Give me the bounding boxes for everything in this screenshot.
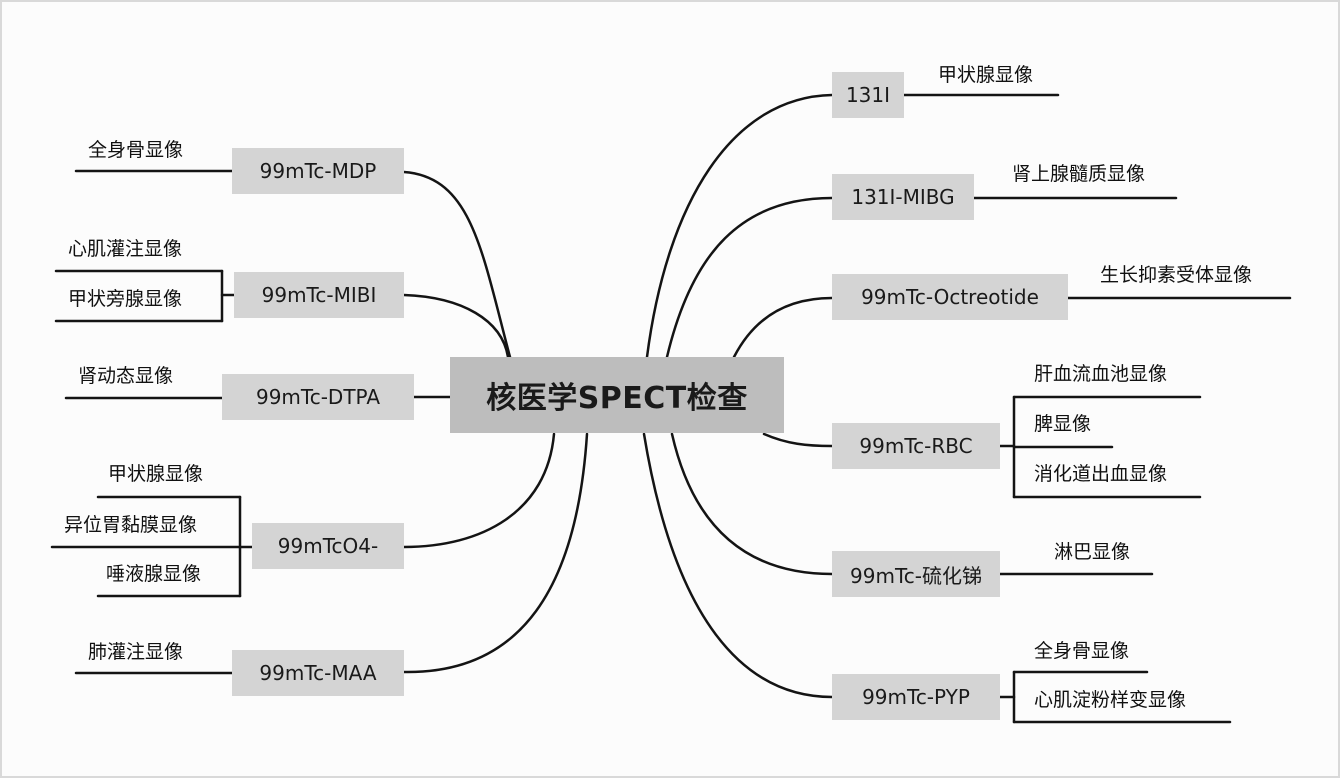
leaf-right-0-0: 甲状腺显像 <box>938 64 1034 86</box>
connector-7 <box>732 296 834 359</box>
connector-0 <box>402 170 512 359</box>
leaf-left-2-0: 肾动态显像 <box>78 365 174 387</box>
leaf-left-3-2: 唾液腺显像 <box>106 563 202 585</box>
tracer-node-left-3[interactable]: 99mTcO4- <box>252 523 404 569</box>
leaf-left-1-0: 心肌灌注显像 <box>68 238 183 260</box>
tracer-node-right-3[interactable]: 99mTc-RBC <box>832 423 1000 469</box>
tracer-node-left-2[interactable]: 99mTc-DTPA <box>222 374 414 420</box>
tracer-node-right-4[interactable]: 99mTc-硫化锑 <box>832 551 1000 597</box>
tracer-node-right-5[interactable]: 99mTc-PYP <box>832 674 1000 720</box>
leaf-right-3-0: 肝血流血池显像 <box>1034 363 1168 385</box>
connector-6 <box>665 196 834 359</box>
leaf-left-1-1: 甲状旁腺显像 <box>68 288 183 310</box>
leaf-right-1-0: 肾上腺髓质显像 <box>1012 163 1146 185</box>
leaf-right-5-0: 全身骨显像 <box>1034 640 1130 662</box>
leaf-right-3-2: 消化道出血显像 <box>1034 463 1168 485</box>
connector-4 <box>402 432 589 674</box>
leaf-left-4-0: 肺灌注显像 <box>88 641 184 663</box>
connector-8 <box>762 432 834 448</box>
leaf-left-3-1: 异位胃黏膜显像 <box>64 514 198 536</box>
connector-9 <box>670 432 834 576</box>
tracer-node-right-2[interactable]: 99mTc-Octreotide <box>832 274 1068 320</box>
leaf-left-0-0: 全身骨显像 <box>88 139 184 161</box>
connector-1 <box>402 293 510 359</box>
leaf-right-5-1: 心肌淀粉样变显像 <box>1034 689 1187 711</box>
connector-3 <box>402 432 556 549</box>
tracer-node-right-0[interactable]: 131I <box>832 72 904 118</box>
leaf-right-2-0: 生长抑素受体显像 <box>1100 264 1253 286</box>
leaf-right-3-1: 脾显像 <box>1034 413 1092 435</box>
tracer-node-left-4[interactable]: 99mTc-MAA <box>232 650 404 696</box>
leaf-right-4-0: 淋巴显像 <box>1054 541 1131 563</box>
tracer-node-left-0[interactable]: 99mTc-MDP <box>232 148 404 194</box>
central-topic[interactable]: 核医学SPECT检查 <box>450 357 784 433</box>
connector-5 <box>645 93 834 359</box>
connector-10 <box>642 432 834 699</box>
leaf-left-3-0: 甲状腺显像 <box>108 463 204 485</box>
tracer-node-left-1[interactable]: 99mTc-MIBI <box>234 272 404 318</box>
tracer-node-right-1[interactable]: 131I-MIBG <box>832 174 974 220</box>
